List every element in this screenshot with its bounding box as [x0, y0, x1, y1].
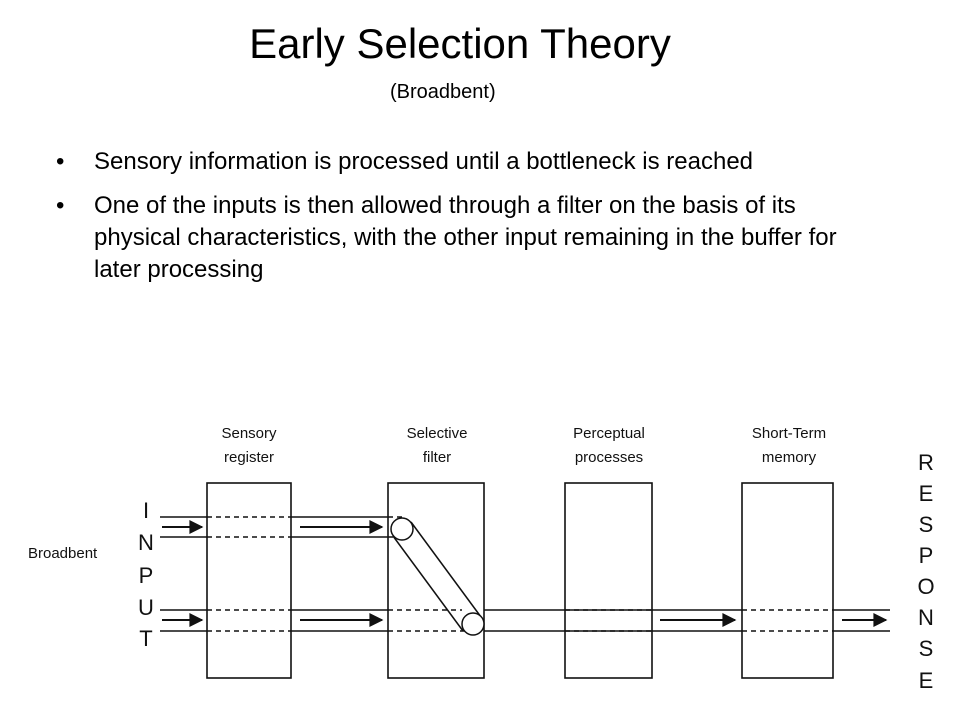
slide-subtitle: (Broadbent)	[390, 81, 496, 103]
response-letter: P	[919, 543, 934, 568]
bullet-text: One of the inputs is then allowed throug…	[94, 192, 837, 283]
perceptual-processes-box	[564, 482, 653, 679]
response-letter: E	[919, 481, 934, 506]
bullet-text: Sensory information is processed until a…	[94, 148, 754, 175]
stage-label-filter: filter	[423, 449, 451, 466]
short-term-memory-box	[741, 482, 834, 679]
bullet-dot-icon: •	[56, 192, 65, 219]
input-letter: T	[139, 626, 152, 651]
bullet-dot-icon: •	[56, 148, 65, 175]
input-letter: I	[143, 498, 149, 523]
stage-label-perceptual: Perceptual	[573, 425, 645, 442]
output-channel	[484, 609, 890, 632]
response-letter: E	[919, 668, 934, 693]
response-letter: N	[918, 605, 934, 630]
stage-label-stm: Short-Term	[752, 425, 826, 442]
bullet-list: • Sensory information is processed until…	[56, 146, 886, 298]
broadbent-filter-diagram: Sensory register Selective filter Percep…	[28, 425, 935, 693]
stage-label-perceptual: processes	[575, 449, 643, 466]
stage-label-filter: Selective	[407, 425, 468, 442]
response-letter: S	[919, 636, 934, 661]
stage-label-stm: memory	[762, 449, 817, 466]
model-label: Broadbent	[28, 545, 98, 562]
sensory-register-box	[206, 482, 292, 679]
input-letter: P	[139, 563, 154, 588]
slide-title: Early Selection Theory	[249, 20, 671, 67]
flow-arrows	[162, 520, 888, 627]
bottom-input-channel	[160, 609, 470, 632]
response-letter: S	[919, 512, 934, 537]
filter-tube	[390, 517, 485, 636]
input-letter: U	[138, 595, 154, 620]
bullet-item: • Sensory information is processed until…	[56, 146, 886, 178]
stage-label-sensory: Sensory	[221, 425, 277, 442]
stage-label-sensory: register	[224, 449, 274, 466]
response-letter: R	[918, 450, 934, 475]
input-letter: N	[138, 530, 154, 555]
bullet-item: • One of the inputs is then allowed thro…	[56, 190, 886, 286]
selective-filter-box	[387, 482, 485, 679]
response-letter: O	[917, 574, 934, 599]
